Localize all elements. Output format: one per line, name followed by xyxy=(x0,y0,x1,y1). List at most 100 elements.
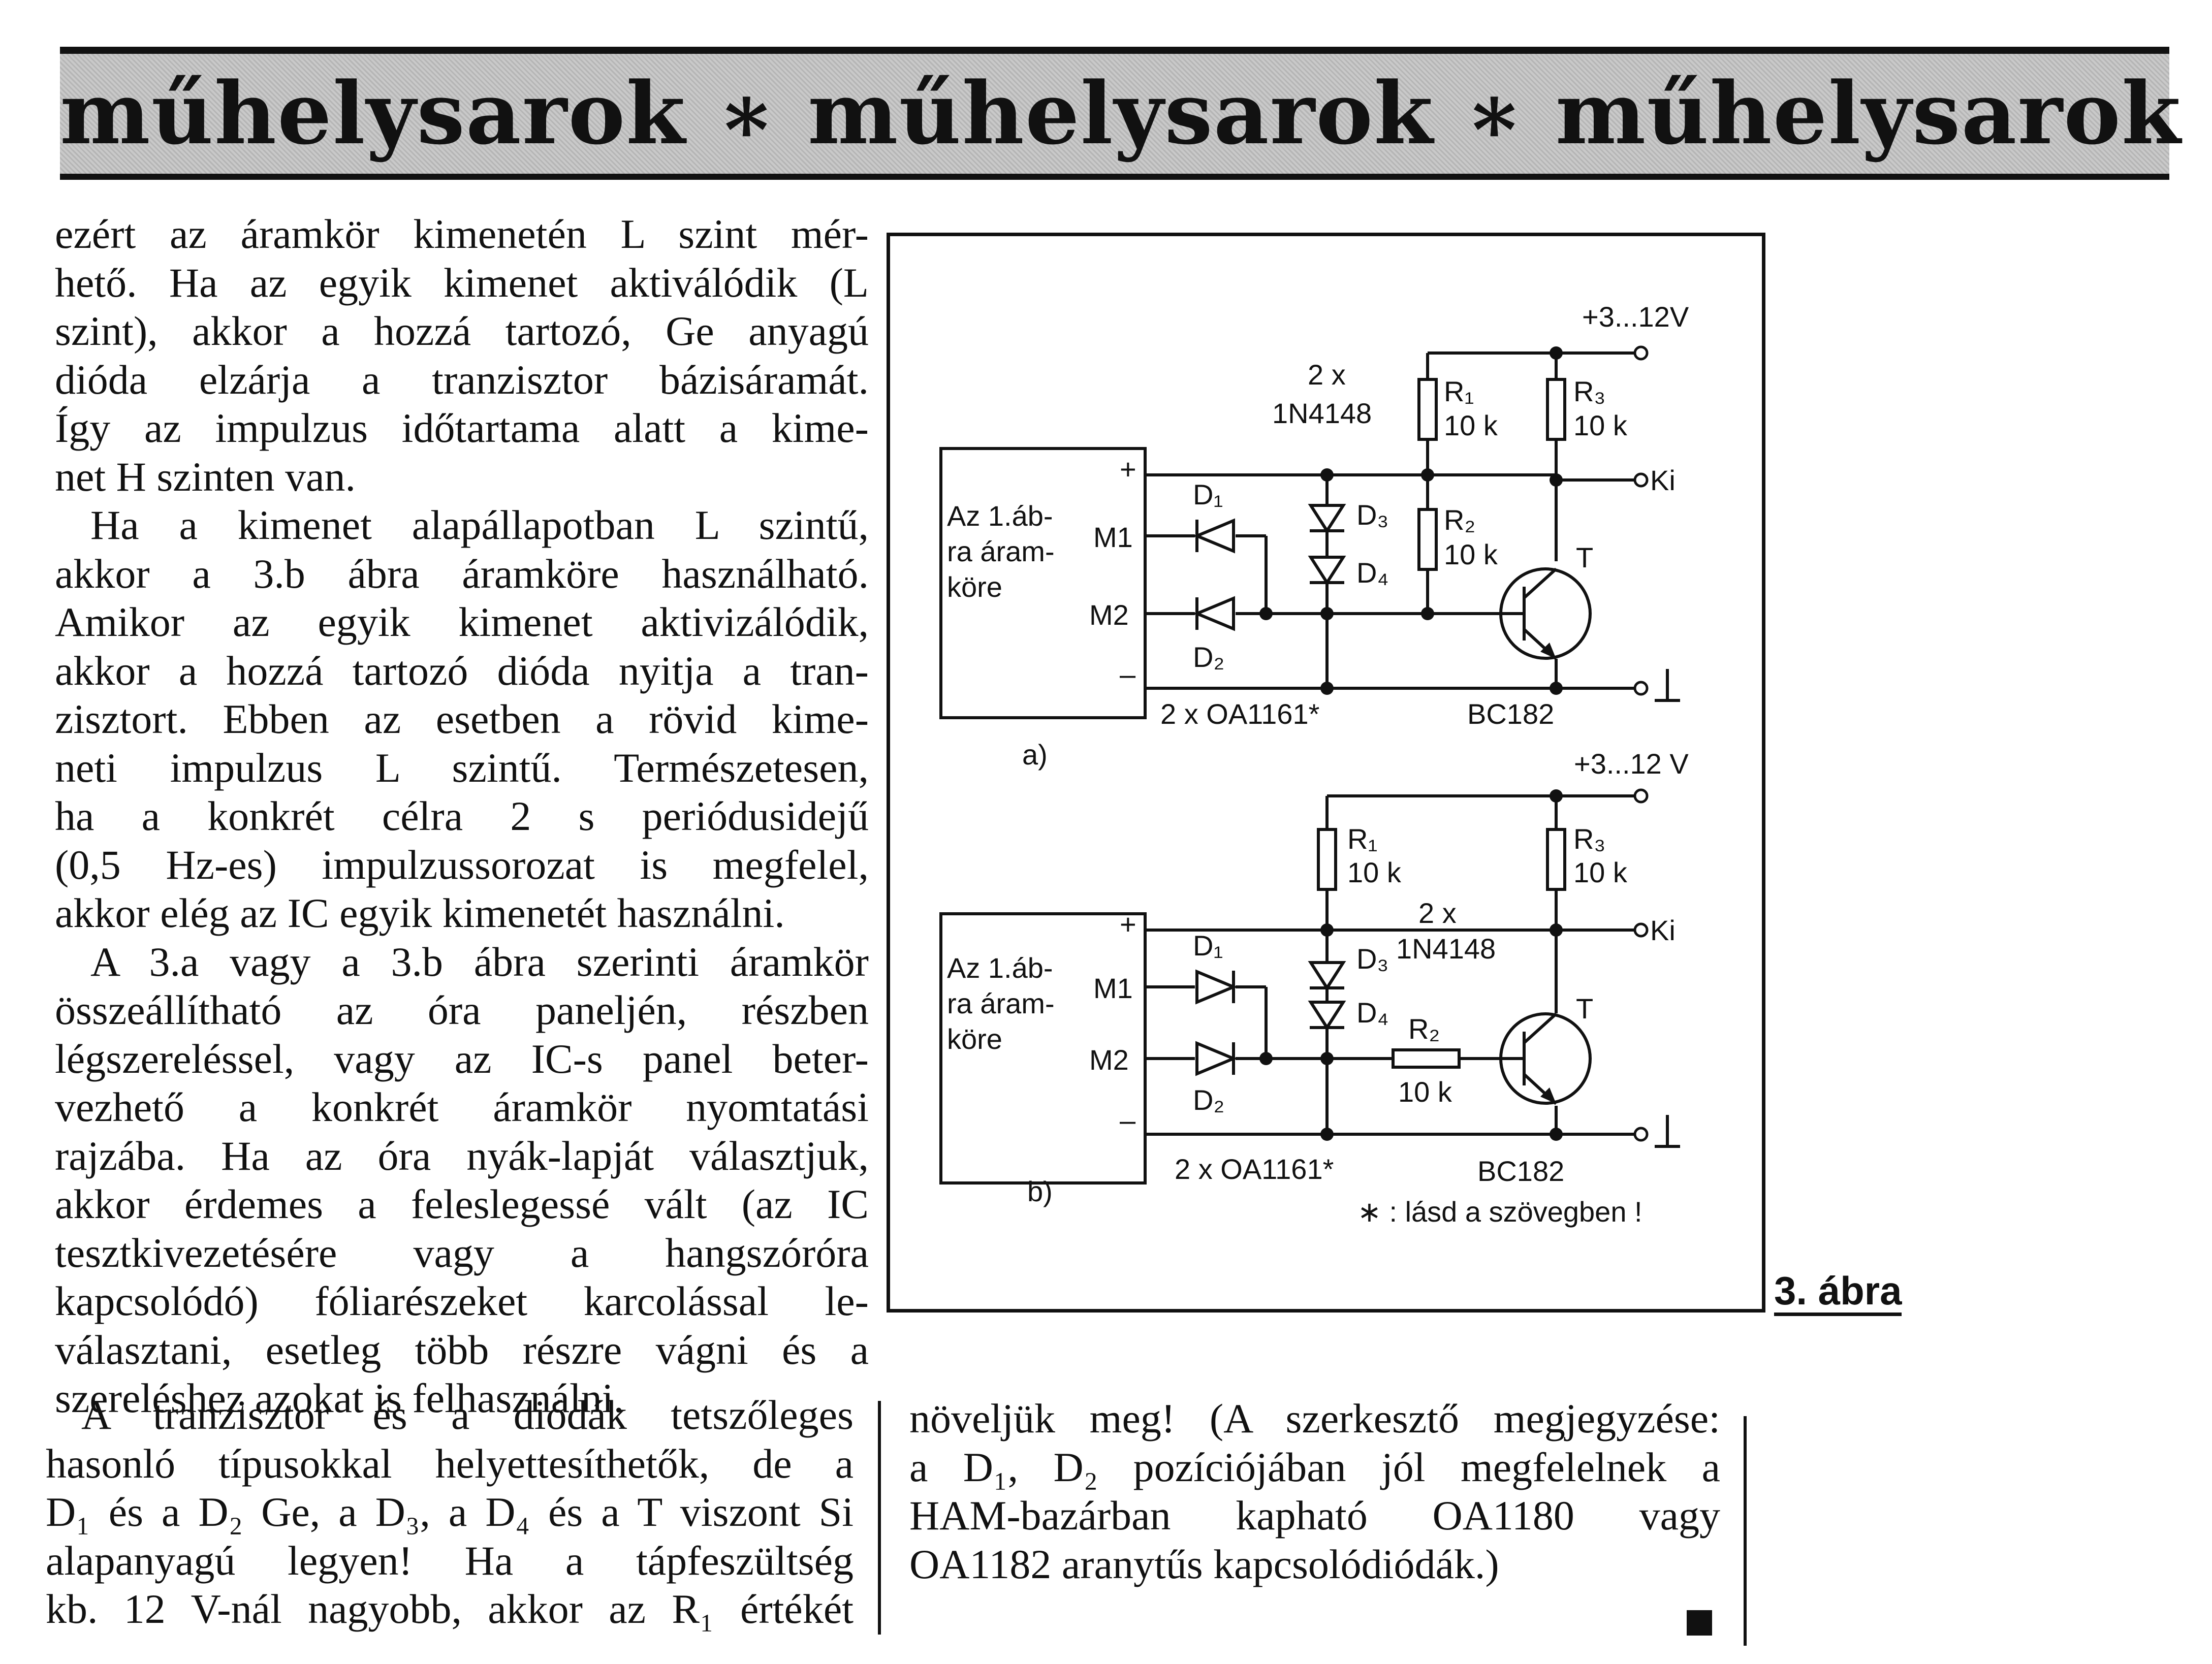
diode-d4-a xyxy=(1308,556,1346,586)
text-line: net H szinten van. xyxy=(55,453,356,500)
ge-diodes-b: 2 x OA1161* xyxy=(1175,1153,1334,1185)
m2-label-b: M2 xyxy=(1089,1044,1129,1076)
d1-label-a: D₁ xyxy=(1193,478,1223,510)
d1-label-b: D₁ xyxy=(1193,930,1223,962)
output-label-b: Ki xyxy=(1650,914,1676,946)
text-line: vezhető a konkrét áramkör nyomtatási xyxy=(55,1084,869,1130)
end-mark-square xyxy=(1687,1610,1712,1636)
r3-value-a: 10 k xyxy=(1573,409,1628,441)
junction-dots-a xyxy=(1259,346,1563,695)
text-line: (0,5 Hz-es) impulzussorozat is megfelel, xyxy=(55,841,869,888)
text-line: légszereléssel, vagy az IC-s panel beter… xyxy=(55,1035,869,1082)
text-line: neti impulzus L szintű. Természetesen, xyxy=(55,744,869,791)
d3-label-b: D₃ xyxy=(1356,943,1388,975)
text-line: ha a konkrét célra 2 s periódusidejű xyxy=(55,793,869,839)
text-line: A 3.a vagy a 3.b ábra szerinti áramkör xyxy=(90,938,869,985)
diode-d2-a xyxy=(1193,596,1235,631)
r2-value-a: 10 k xyxy=(1444,538,1498,570)
source-box-a xyxy=(939,447,1147,719)
d2-label-b: D₂ xyxy=(1193,1084,1224,1116)
transistor-b xyxy=(1499,1012,1592,1105)
d3-label-a: D₃ xyxy=(1356,499,1388,531)
transistor-type-a: BC182 xyxy=(1467,698,1554,730)
diode-d3-b xyxy=(1308,961,1346,991)
box-text-a: ra áram- xyxy=(947,535,1055,567)
diode-d1-a xyxy=(1193,518,1235,554)
right-column-bottom: növeljük meg! (A szerkesztő megjegyzése:… xyxy=(909,1394,1720,1588)
schematic-svg: +3...12V 2 x 1N4148 R₁ 10 k R₂ 10 k R₃ 1… xyxy=(939,301,1689,1228)
resistor-r2-b xyxy=(1392,1048,1461,1069)
section-title: műhelysarok ∗ műhelysarok ∗ műhelysarok xyxy=(60,63,2182,164)
resistor-r3-b xyxy=(1546,828,1566,891)
text-line: Amikor az egyik kimenet aktivizálódik, xyxy=(55,599,869,645)
text-line: HAM-bazárban kapható OA1180 vagy xyxy=(909,1492,1720,1539)
r1-value-b: 10 k xyxy=(1347,856,1402,888)
diode-d3-a xyxy=(1308,504,1346,534)
resistor-r2-a xyxy=(1417,508,1438,571)
emitter-arrow-a xyxy=(1540,643,1556,659)
text-line: a D₁, D₂ pozíciójában jól megfelelnek a xyxy=(909,1444,1720,1490)
d4-label-b: D₄ xyxy=(1356,997,1388,1029)
r2-label-a: R₂ xyxy=(1444,504,1475,536)
m1-label-b: M1 xyxy=(1093,972,1133,1004)
box-text-b: köre xyxy=(947,1023,1002,1055)
diodes-type-a: 1N4148 xyxy=(1272,397,1372,429)
r2-label-b: R₂ xyxy=(1408,1013,1440,1045)
box-text-a: Az 1.áb- xyxy=(947,500,1053,532)
text-line: akkor a 3.b ábra áramköre használható. xyxy=(55,550,869,597)
diodes-count-b: 2 x xyxy=(1418,897,1457,929)
left-column: ezért az áramkör kimenetén L szint mér- … xyxy=(55,210,869,1423)
r3-value-b: 10 k xyxy=(1573,856,1628,888)
d2-label-a: D₂ xyxy=(1193,641,1224,673)
text-line: rajzába. Ha az óra nyák-lapját választju… xyxy=(55,1132,869,1179)
ge-diodes-a: 2 x OA1161* xyxy=(1160,698,1319,730)
column-rule xyxy=(1744,1416,1747,1646)
column-rule xyxy=(878,1401,881,1635)
figure-caption: 3. ábra xyxy=(1774,1269,1902,1316)
ground-icon xyxy=(1655,1115,1680,1148)
box-text-b: Az 1.áb- xyxy=(947,952,1053,984)
diodes-type-b: 1N4148 xyxy=(1396,933,1496,965)
source-box-b xyxy=(939,912,1147,1185)
text-line: akkor a hozzá tartozó dióda nyitja a tra… xyxy=(55,647,869,694)
text-line: hasonló típusokkal helyettesíthetők, de … xyxy=(46,1440,854,1487)
m2-label-a: M2 xyxy=(1089,599,1129,631)
minus-label-b: – xyxy=(1120,1104,1136,1136)
r3-label-b: R₃ xyxy=(1573,823,1605,855)
text-line: szereléshez azokat is felhasználni. xyxy=(55,1375,624,1421)
plus-label-b: + xyxy=(1120,908,1136,940)
figure-frame: +3...12V 2 x 1N4148 R₁ 10 k R₂ 10 k R₃ 1… xyxy=(887,233,1765,1313)
r2-value-b: 10 k xyxy=(1398,1076,1452,1108)
diode-d1-b xyxy=(1195,969,1238,1005)
r1-label-a: R₁ xyxy=(1444,375,1474,407)
transistor-type-b: BC182 xyxy=(1477,1155,1564,1187)
text-line: akkor elég az IC egyik kimenetét használ… xyxy=(55,890,785,936)
box-text-b: ra áram- xyxy=(947,987,1055,1019)
text-line: zisztort. Ebben az esetben a rövid kime- xyxy=(55,696,869,742)
d4-label-a: D₄ xyxy=(1356,557,1388,589)
ground-icon xyxy=(1655,669,1680,702)
text-line: ezért az áramkör kimenetén L szint mér- xyxy=(55,211,869,257)
resistor-r1-b xyxy=(1317,828,1337,891)
transistor-label-b: T xyxy=(1576,993,1593,1025)
r1-label-b: R₁ xyxy=(1347,823,1377,855)
circuit-label-b: b) xyxy=(1027,1175,1053,1207)
output-label-a: Ki xyxy=(1650,464,1676,496)
transistor-label-a: T xyxy=(1576,541,1593,573)
text-line: D₁ és a D₂ Ge, a D₃, a D₄ és a T viszont… xyxy=(46,1489,854,1535)
text-line: A tranzisztor és a diódák tetszőleges xyxy=(81,1392,854,1438)
footnote-b: ∗ : lásd a szövegben ! xyxy=(1357,1196,1642,1228)
plus-label-a: + xyxy=(1120,453,1136,485)
header-banner: műhelysarok ∗ műhelysarok ∗ műhelysarok xyxy=(60,47,2182,180)
diode-d4-b xyxy=(1308,1001,1346,1031)
supply-label-a: +3...12V xyxy=(1582,301,1689,333)
text-line: OA1182 aranytűs kapcsolódiódák.) xyxy=(909,1541,1499,1587)
diode-d2-b xyxy=(1195,1041,1238,1076)
transistor-a xyxy=(1424,567,1592,660)
left-column-bottom: A tranzisztor és a diódák tetszőleges ha… xyxy=(46,1391,854,1634)
circuit-label-a: a) xyxy=(1022,739,1048,771)
text-line: Így az impulzus időtartama alatt a kime- xyxy=(55,405,869,451)
text-line: választani, esetleg több részre vágni és… xyxy=(55,1326,869,1373)
text-line: tesztkivezetésére vagy a hangszóróra xyxy=(55,1229,869,1276)
resistor-r3-a xyxy=(1546,378,1566,441)
